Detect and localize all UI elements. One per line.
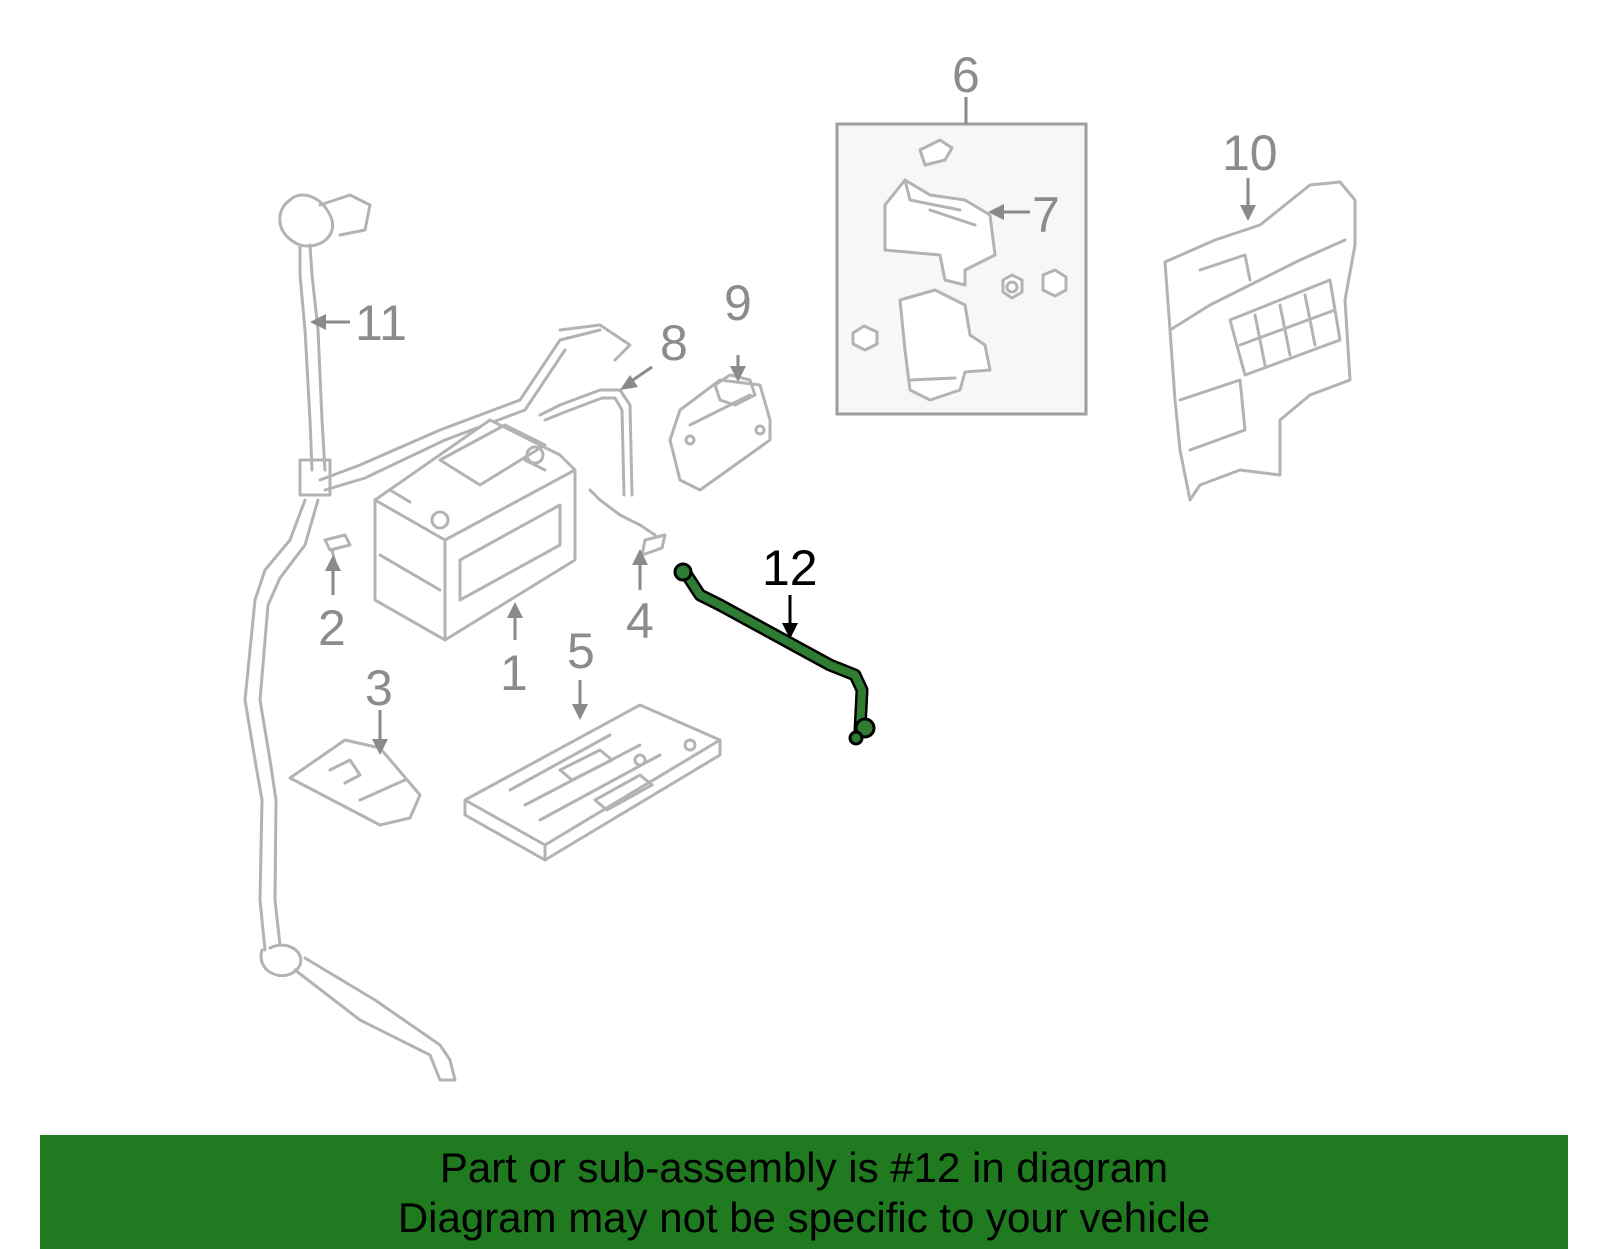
info-banner: Part or sub-assembly is #12 in diagram D…: [40, 1135, 1568, 1249]
part-3-cover[interactable]: [288, 738, 422, 827]
callout-11: 11: [355, 295, 407, 351]
callout-1: 1: [500, 645, 528, 701]
part-7-fuse-cover[interactable]: [928, 208, 977, 227]
part-11-battery-cable[interactable]: [243, 193, 632, 1082]
callout-2: 2: [318, 600, 346, 656]
part-4-sensor[interactable]: [588, 488, 667, 557]
part-12-ground-cable[interactable]: [673, 562, 876, 746]
callout-4: 4: [626, 593, 654, 649]
part-2-bolt[interactable]: [323, 533, 352, 564]
callout-10: 10: [1222, 125, 1278, 181]
callout-5: 5: [567, 623, 595, 679]
part-5-tray[interactable]: [463, 703, 722, 862]
part-10-relay-box[interactable]: [1163, 180, 1357, 502]
callout-7: 7: [1032, 187, 1060, 243]
callout-3: 3: [365, 660, 393, 716]
part-8-cable[interactable]: [538, 388, 634, 497]
callout-8: 8: [660, 315, 688, 371]
part-6-fuse-box-assembly[interactable]: [835, 122, 1088, 416]
leader-lines: [310, 97, 1256, 755]
part-9-module[interactable]: [668, 373, 772, 492]
banner-line-2: Diagram may not be specific to your vehi…: [397, 1194, 1211, 1241]
callout-12: 12: [762, 540, 818, 596]
callout-9: 9: [724, 275, 752, 331]
part-1-battery[interactable]: [373, 418, 577, 642]
callout-labels: 11 2 3 1 5 4 8 9 6 7 10 12: [318, 47, 1278, 716]
callout-6: 6: [952, 47, 980, 103]
banner-line-1: Part or sub-assembly is #12 in diagram: [439, 1144, 1169, 1191]
